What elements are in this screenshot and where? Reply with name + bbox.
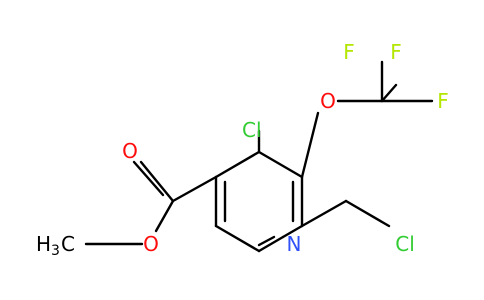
methyl-subscript: 3 (51, 243, 60, 259)
ether-oxygen-label: O (320, 89, 336, 113)
bond-c4-c3 (257, 150, 304, 179)
bond-n-c6 (257, 235, 285, 253)
bond-cf3-f2 (380, 83, 398, 103)
bond-c5-ccarbonyl (171, 175, 218, 203)
ester-oxygen-label: O (143, 232, 159, 256)
bond-c-o-ester (154, 199, 175, 233)
bond-c3-o (300, 111, 320, 179)
nitrogen-label: N (287, 232, 302, 256)
bond-c-o-double2 (132, 160, 165, 197)
methyl-h-label: H (36, 232, 51, 256)
fluorine-mid-label: F (390, 40, 402, 64)
methyl-c-label: C (61, 232, 75, 256)
bond-n-c6-inner (257, 235, 276, 247)
bond-c2-ch2 (300, 199, 348, 228)
bond-c4-c3-top (214, 150, 261, 179)
bond-ch2-cl (344, 199, 391, 228)
chlorine-chain-label: Cl (395, 232, 415, 256)
bond-c-o-double1 (139, 160, 175, 203)
carbonyl-oxygen-label: O (122, 139, 138, 163)
bond-c2-n (281, 224, 304, 239)
fluorine-top-label: F (343, 40, 355, 64)
bond-c6-c5 (214, 224, 261, 253)
fluorine-right-label: F (437, 89, 449, 113)
chlorine-ring-label: Cl (242, 118, 262, 142)
